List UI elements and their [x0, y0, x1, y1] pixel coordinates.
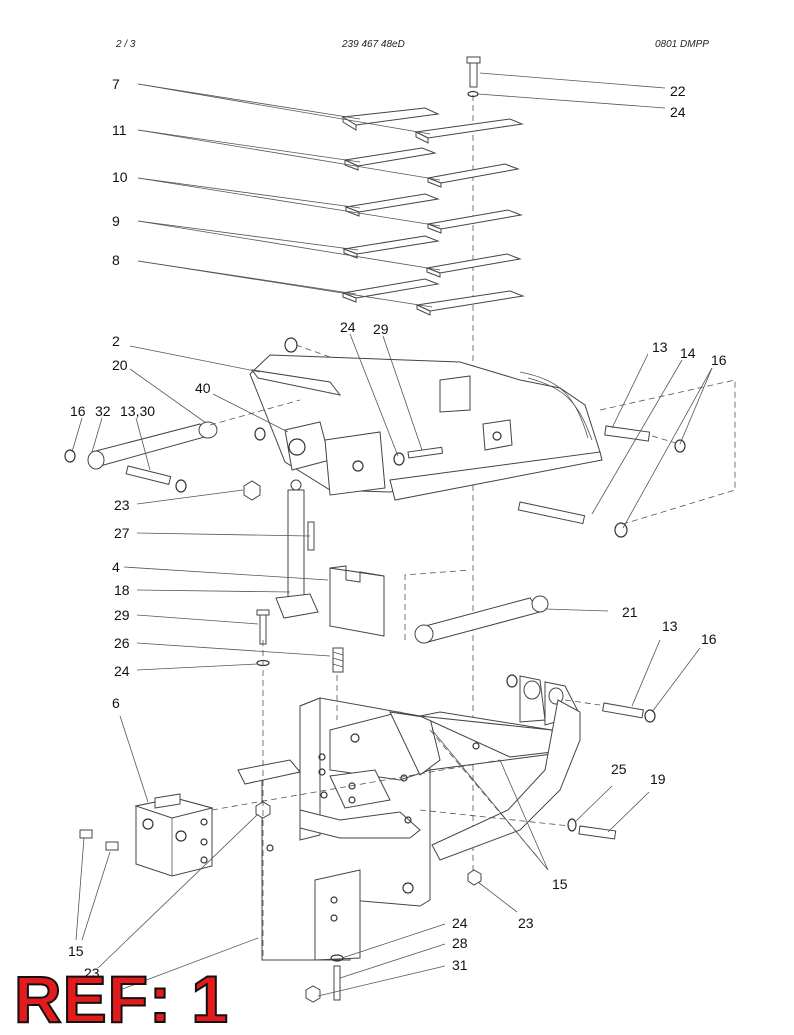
callout-11: 11 [112, 122, 127, 138]
cylinder-21 [414, 595, 549, 644]
callout-23-lower-left: 23 [84, 965, 100, 981]
callout-16-lower: 16 [701, 631, 717, 647]
callout-labels: 7 11 10 9 8 22 24 2 24 29 13 14 16 20 40… [68, 76, 727, 981]
callout-27: 27 [114, 525, 130, 541]
pins-13-14 [517, 425, 686, 538]
callout-16-left: 16 [70, 403, 86, 419]
callout-13-upper: 13 [652, 339, 668, 355]
callout-24-top: 24 [670, 104, 686, 120]
spring-26 [332, 647, 344, 673]
callout-22: 22 [670, 83, 686, 99]
bolt-29-upper [393, 446, 444, 466]
callout-10: 10 [112, 169, 128, 185]
cylinder-20 [64, 421, 218, 493]
callout-24-lower: 24 [452, 915, 468, 931]
callout-7: 7 [112, 76, 120, 92]
assembly-lines-upper [209, 344, 736, 526]
callout-23-lower-right: 23 [518, 915, 534, 931]
callout-23-upper: 23 [114, 497, 130, 513]
reference-mark: REF: 1 [13, 962, 230, 1035]
bolt-29-lower [256, 609, 270, 667]
document-number: 239 467 48eD [342, 39, 405, 50]
callout-19: 19 [650, 771, 666, 787]
callout-18: 18 [114, 582, 130, 598]
callout-26: 26 [114, 635, 130, 651]
callout-28: 28 [452, 935, 468, 951]
bolt-22 [466, 56, 481, 98]
callout-21: 21 [622, 604, 638, 620]
callout-8: 8 [112, 252, 120, 268]
revision-code: 0801 DMPP [655, 39, 709, 50]
upper-frame-2 [249, 337, 603, 501]
callout-15-left: 15 [68, 943, 84, 959]
callout-16-upper: 16 [711, 352, 727, 368]
callout-29-lower: 29 [114, 607, 130, 623]
pin-13-lower [602, 702, 656, 723]
callout-6: 6 [112, 695, 120, 711]
callout-13-lower: 13 [662, 618, 678, 634]
plate-leaders [137, 72, 666, 308]
callout-2: 2 [112, 333, 120, 349]
callout-20: 20 [112, 357, 128, 373]
lower-fasteners [255, 801, 617, 1003]
block-4 [329, 565, 385, 637]
assembly-lines-middle [404, 569, 471, 640]
callout-4: 4 [112, 559, 120, 575]
callout-29-upper: 29 [373, 321, 389, 337]
vertical-cylinder-18 [275, 479, 319, 619]
nut-23-upper [243, 480, 261, 501]
callout-9: 9 [112, 213, 120, 229]
callout-25: 25 [611, 761, 627, 777]
shim-plates [341, 107, 525, 316]
callout-13-30: 13,30 [120, 403, 155, 419]
label-leaders [71, 333, 713, 997]
block-6 [79, 793, 214, 877]
callout-24-middle: 24 [114, 663, 130, 679]
callout-32: 32 [95, 403, 111, 419]
page-number: 2 / 3 [116, 39, 136, 50]
callout-15-right: 15 [552, 876, 568, 892]
callout-14: 14 [680, 345, 696, 361]
callout-31: 31 [452, 957, 468, 973]
callout-40: 40 [195, 380, 211, 396]
callout-24-upper: 24 [340, 319, 356, 335]
